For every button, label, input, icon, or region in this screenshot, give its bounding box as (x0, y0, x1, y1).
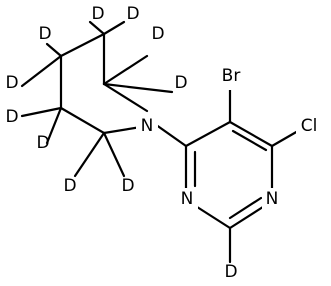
bond-d (20, 106, 63, 118)
atom-n-piperidine: N (141, 116, 154, 136)
atom-d: D (38, 24, 51, 44)
atom-d: D (126, 4, 139, 24)
bond-d (73, 131, 106, 178)
atom-d: D (151, 24, 164, 44)
atom-d: D (174, 73, 187, 93)
bond-c5-c6-inner (231, 129, 268, 152)
bond-c2-n3 (192, 203, 232, 230)
atom-d: D (5, 107, 18, 127)
atom-n-ring-1: N (266, 189, 279, 209)
bond-n1-c2-inner (228, 196, 263, 220)
bond-c4-c5 (184, 120, 232, 148)
bond-c3-c4 (59, 32, 106, 58)
bond-c5-c6 (59, 106, 106, 135)
bond-d (45, 106, 63, 145)
bond-d (88, 20, 106, 36)
bond-c6-cl (270, 129, 300, 148)
atom-n-ring-3: N (181, 189, 194, 209)
deuterium-bonds (20, 20, 174, 178)
bond-n1-c2 (228, 203, 268, 230)
atom-d: D (63, 176, 76, 196)
atom-d-c2: D (224, 262, 237, 282)
bond-d (45, 42, 63, 58)
bond-d (102, 54, 149, 86)
bond-n-c2 (102, 82, 149, 113)
atom-d: D (36, 133, 49, 153)
pyrimidine-ring (184, 86, 300, 264)
bond-c5-c6 (228, 120, 274, 148)
atom-br: Br (222, 66, 241, 86)
atom-d: D (5, 73, 18, 93)
atom-cl: Cl (301, 116, 318, 136)
atom-d: D (121, 176, 134, 196)
bond-d (102, 82, 174, 94)
bond-d (102, 20, 126, 36)
atom-d: D (91, 4, 104, 24)
atom-labels: N Br Cl N N D D D D D D D D D D D (5, 4, 322, 282)
piperidine-ring (59, 32, 149, 135)
bond-d (102, 131, 126, 178)
bond-d (20, 54, 63, 88)
